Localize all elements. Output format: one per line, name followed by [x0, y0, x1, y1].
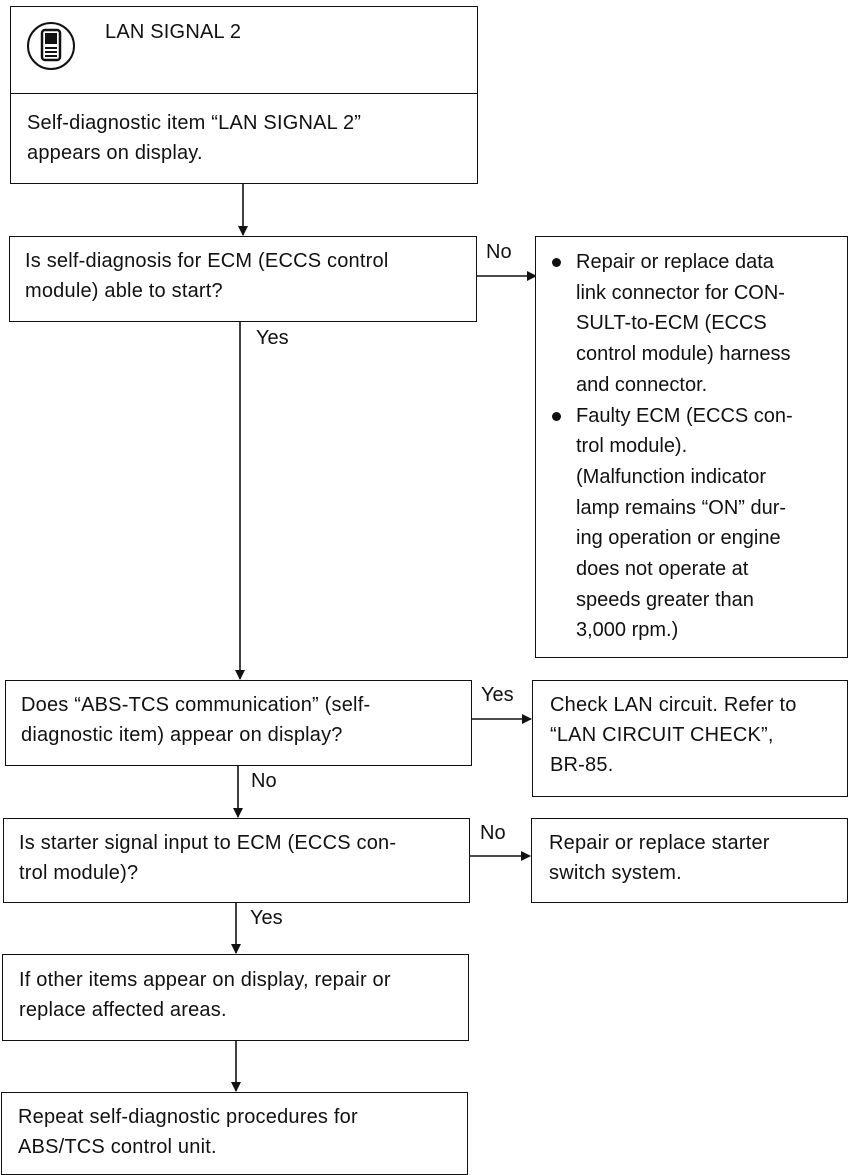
step-1-text: If other items appear on display, repair… [19, 969, 391, 1021]
step-1-box: If other items appear on display, repair… [2, 954, 469, 1041]
q1-yes-label: Yes [256, 327, 289, 349]
question-1-box: Is self-diagnosis for ECM (ECCS control … [9, 236, 477, 322]
q2-no-label: No [251, 770, 277, 792]
q3-yes-label: Yes [250, 907, 283, 929]
question-3-box: Is starter signal input to ECM (ECCS con… [3, 818, 470, 903]
diagnostic-title: LAN SIGNAL 2 [105, 21, 242, 43]
result-1-bullet-2: Faulty ECM (ECCS con- trol module). (Mal… [536, 401, 793, 647]
q1-no-label: No [486, 241, 512, 263]
step-2-text: Repeat self-diagnostic procedures for AB… [18, 1106, 358, 1158]
result-1-list: Repair or replace data link connector fo… [536, 247, 793, 646]
result-1-bullet-1: Repair or replace data link connector fo… [536, 247, 793, 401]
step-start-box: Self-diagnostic item “LAN SIGNAL 2” appe… [10, 93, 478, 184]
result-3-text: Repair or replace starter switch system. [549, 832, 770, 884]
question-1-text: Is self-diagnosis for ECM (ECCS control … [25, 250, 389, 302]
result-1-box: Repair or replace data link connector fo… [535, 236, 848, 658]
step-2-box: Repeat self-diagnostic procedures for AB… [1, 1092, 468, 1175]
result-3-box: Repair or replace starter switch system. [531, 818, 848, 903]
result-2-box: Check LAN circuit. Refer to “LAN CIRCUIT… [532, 680, 848, 797]
consult-tester-icon [26, 21, 76, 71]
q3-no-label: No [480, 822, 506, 844]
step-start-text: Self-diagnostic item “LAN SIGNAL 2” appe… [27, 112, 362, 164]
header-box: LAN SIGNAL 2 [10, 6, 478, 94]
question-2-text: Does “ABS-TCS communication” (self- diag… [21, 694, 371, 746]
result-2-text: Check LAN circuit. Refer to “LAN CIRCUIT… [550, 694, 797, 776]
q2-yes-label: Yes [481, 684, 514, 706]
question-3-text: Is starter signal input to ECM (ECCS con… [19, 832, 397, 884]
question-2-box: Does “ABS-TCS communication” (self- diag… [5, 680, 472, 766]
